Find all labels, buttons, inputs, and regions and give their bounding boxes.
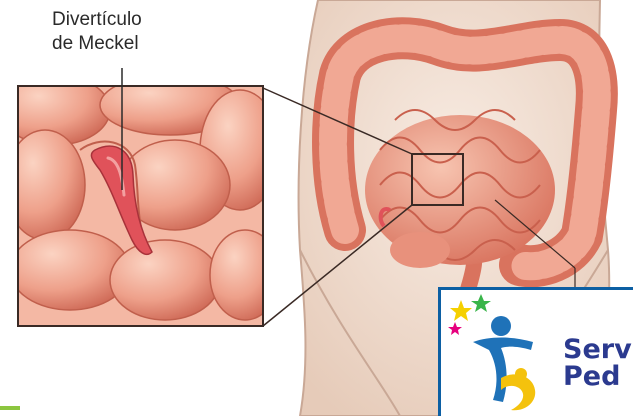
star-magenta-icon [448, 322, 462, 335]
magnified-inset [0, 75, 280, 326]
star-yellow-icon [450, 300, 472, 321]
logo-text-line-1: Servi [563, 336, 633, 363]
diverticulum-label: Divertículo de Meckel [52, 8, 142, 56]
servicio-logo: Servi Ped [438, 287, 633, 416]
logo-figure-icon [441, 290, 561, 416]
star-green-icon [471, 294, 491, 312]
logo-text: Servi Ped [563, 336, 633, 390]
logo-text-line-2: Ped [563, 363, 633, 390]
label-line-2: de Meckel [52, 32, 142, 56]
green-accent-mark [0, 406, 20, 410]
label-line-1: Divertículo [52, 8, 142, 32]
